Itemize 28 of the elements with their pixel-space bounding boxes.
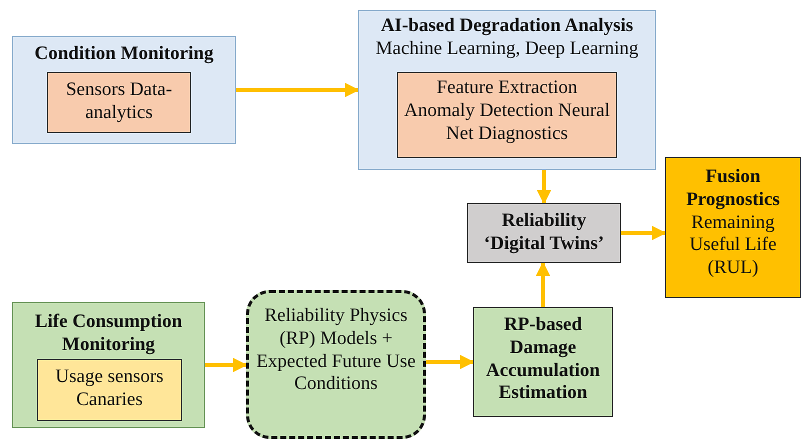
process-box xyxy=(473,307,613,417)
arrow xyxy=(536,170,552,204)
box-heading: AI-based Degradation Analysis xyxy=(380,15,634,38)
box-text: Sensors Data-analytics xyxy=(64,79,174,125)
process-box xyxy=(397,72,617,158)
box-text: Remaining Useful Life (RUL) xyxy=(688,212,778,280)
box-text: Feature Extraction Anomaly Detection Neural Net Diagnostics xyxy=(403,77,611,146)
process-box xyxy=(37,359,182,421)
box-text: Machine Learning, Deep Learning xyxy=(374,38,640,61)
output-box xyxy=(665,157,801,298)
box-text: Reliability Physics (RP) Models + Expected Future Use Conditions xyxy=(255,305,417,396)
arrow xyxy=(205,358,248,372)
process-box xyxy=(12,302,205,428)
arrow xyxy=(536,262,550,307)
process-box xyxy=(358,10,656,170)
process-box xyxy=(12,36,236,144)
process-box xyxy=(47,72,191,133)
box-heading: Reliability ‘Digital Twins’ xyxy=(482,210,606,256)
model-box xyxy=(246,290,426,439)
box-heading: Fusion Prognostics xyxy=(685,166,781,212)
arrow xyxy=(426,354,474,370)
box-heading: Condition Monitoring xyxy=(34,43,214,66)
box-heading: Life Consumption Monitoring xyxy=(34,311,184,357)
arrow xyxy=(236,82,360,98)
arrow xyxy=(621,226,666,240)
box-heading: RP-based Damage Accumulation Estimation xyxy=(485,314,601,406)
process-box xyxy=(467,203,621,263)
box-text: Usage sensors Canaries xyxy=(54,366,165,412)
